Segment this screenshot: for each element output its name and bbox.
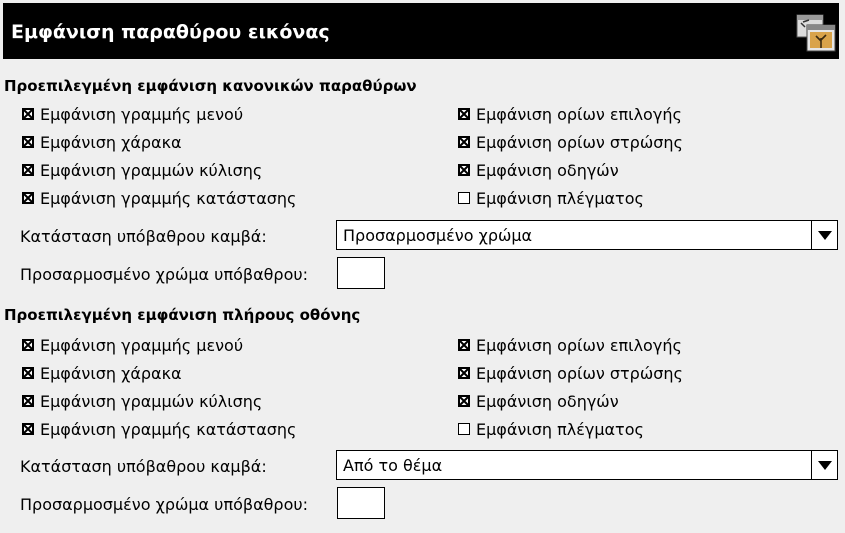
- checkbox-fs-show-selection[interactable]: Εμφάνιση ορίων επιλογής: [458, 335, 682, 355]
- canvas-mode-select[interactable]: Προσαρμοσμένο χρώμα: [336, 220, 838, 250]
- checkbox-show-guides[interactable]: Εμφάνιση οδηγών: [458, 160, 619, 180]
- checkbox-box[interactable]: [458, 164, 470, 176]
- checkmark-icon: [459, 368, 469, 378]
- checkmark-icon: [23, 137, 33, 147]
- checkbox-fs-show-grid[interactable]: Εμφάνιση πλέγματος: [458, 419, 644, 439]
- checkbox-label: Εμφάνιση οδηγών: [476, 391, 619, 411]
- checkbox-show-statusbar[interactable]: Εμφάνιση γραμμής κατάστασης: [22, 188, 296, 208]
- section-title-fullscreen: Προεπιλεγμένη εμφάνιση πλήρους οθόνης: [4, 306, 361, 324]
- checkbox-label: Εμφάνιση γραμμών κύλισης: [40, 160, 263, 180]
- checkbox-box[interactable]: [22, 192, 34, 204]
- checkmark-icon: [459, 165, 469, 175]
- fs-canvas-mode-label: Κατάσταση υπόβαθρου καμβά:: [20, 457, 267, 476]
- checkbox-box[interactable]: [22, 367, 34, 379]
- dialog-title: Εμφάνιση παραθύρου εικόνας: [11, 21, 330, 43]
- checkbox-box[interactable]: [458, 395, 470, 407]
- checkbox-label: Εμφάνιση χάρακα: [40, 132, 182, 152]
- custom-color-label: Προσαρμοσμένο χρώμα υπόβαθρου:: [20, 265, 308, 284]
- checkbox-box[interactable]: [22, 108, 34, 120]
- checkbox-box[interactable]: [22, 423, 34, 435]
- dialog-header: Εμφάνιση παραθύρου εικόνας: [3, 3, 839, 59]
- checkbox-box[interactable]: [22, 395, 34, 407]
- checkbox-show-menubar[interactable]: Εμφάνιση γραμμής μενού: [22, 104, 243, 124]
- checkbox-label: Εμφάνιση πλέγματος: [476, 188, 644, 208]
- checkbox-label: Εμφάνιση γραμμών κύλισης: [40, 391, 263, 411]
- image-window-icon: [795, 11, 837, 53]
- checkbox-label: Εμφάνιση ορίων στρώσης: [476, 132, 683, 152]
- checkbox-label: Εμφάνιση γραμμής κατάστασης: [40, 419, 297, 439]
- checkbox-label: Εμφάνιση ορίων στρώσης: [476, 363, 683, 383]
- dropdown-arrow-icon[interactable]: [811, 221, 837, 249]
- checkmark-icon: [23, 424, 33, 434]
- custom-color-button[interactable]: [337, 257, 385, 289]
- checkmark-icon: [23, 109, 33, 119]
- fs-custom-color-button[interactable]: [337, 487, 385, 519]
- checkbox-label: Εμφάνιση ορίων επιλογής: [476, 335, 682, 355]
- checkbox-box[interactable]: [458, 367, 470, 379]
- checkbox-label: Εμφάνιση γραμμής μενού: [40, 335, 244, 355]
- checkbox-box[interactable]: [22, 164, 34, 176]
- checkbox-box[interactable]: [458, 136, 470, 148]
- checkbox-show-grid[interactable]: Εμφάνιση πλέγματος: [458, 188, 644, 208]
- canvas-mode-value: Προσαρμοσμένο χρώμα: [343, 226, 533, 245]
- checkbox-box[interactable]: [458, 339, 470, 351]
- checkbox-fs-show-layer-boundary[interactable]: Εμφάνιση ορίων στρώσης: [458, 363, 683, 383]
- fs-canvas-mode-value: Από το θέμα: [343, 456, 443, 475]
- checkbox-label: Εμφάνιση χάρακα: [40, 363, 182, 383]
- checkbox-fs-show-statusbar[interactable]: Εμφάνιση γραμμής κατάστασης: [22, 419, 296, 439]
- section-title-normal: Προεπιλεγμένη εμφάνιση κανονικών παραθύρ…: [4, 77, 417, 95]
- checkbox-label: Εμφάνιση οδηγών: [476, 160, 619, 180]
- checkbox-fs-show-guides[interactable]: Εμφάνιση οδηγών: [458, 391, 619, 411]
- fs-custom-color-label: Προσαρμοσμένο χρώμα υπόβαθρου:: [20, 495, 308, 514]
- checkmark-icon: [459, 137, 469, 147]
- checkbox-show-rulers[interactable]: Εμφάνιση χάρακα: [22, 132, 182, 152]
- checkmark-icon: [23, 193, 33, 203]
- checkbox-show-scrollbars[interactable]: Εμφάνιση γραμμών κύλισης: [22, 160, 262, 180]
- checkbox-box[interactable]: [458, 108, 470, 120]
- checkmark-icon: [23, 340, 33, 350]
- checkbox-show-selection[interactable]: Εμφάνιση ορίων επιλογής: [458, 104, 682, 124]
- checkbox-label: Εμφάνιση ορίων επιλογής: [476, 104, 682, 124]
- checkmark-icon: [459, 109, 469, 119]
- checkbox-label: Εμφάνιση πλέγματος: [476, 419, 644, 439]
- checkmark-icon: [23, 165, 33, 175]
- checkbox-box[interactable]: [22, 136, 34, 148]
- checkbox-box[interactable]: [22, 339, 34, 351]
- checkbox-box[interactable]: [458, 192, 470, 204]
- checkmark-icon: [459, 396, 469, 406]
- checkbox-label: Εμφάνιση γραμμής μενού: [40, 104, 244, 124]
- checkmark-icon: [23, 368, 33, 378]
- checkmark-icon: [459, 340, 469, 350]
- checkbox-label: Εμφάνιση γραμμής κατάστασης: [40, 188, 297, 208]
- dropdown-arrow-icon[interactable]: [811, 451, 837, 479]
- checkbox-fs-show-rulers[interactable]: Εμφάνιση χάρακα: [22, 363, 182, 383]
- checkmark-icon: [23, 396, 33, 406]
- checkbox-fs-show-scrollbars[interactable]: Εμφάνιση γραμμών κύλισης: [22, 391, 262, 411]
- checkbox-fs-show-menubar[interactable]: Εμφάνιση γραμμής μενού: [22, 335, 243, 355]
- fs-canvas-mode-select[interactable]: Από το θέμα: [336, 450, 838, 480]
- canvas-mode-label: Κατάσταση υπόβαθρου καμβά:: [20, 227, 267, 246]
- checkbox-show-layer-boundary[interactable]: Εμφάνιση ορίων στρώσης: [458, 132, 683, 152]
- checkbox-box[interactable]: [458, 423, 470, 435]
